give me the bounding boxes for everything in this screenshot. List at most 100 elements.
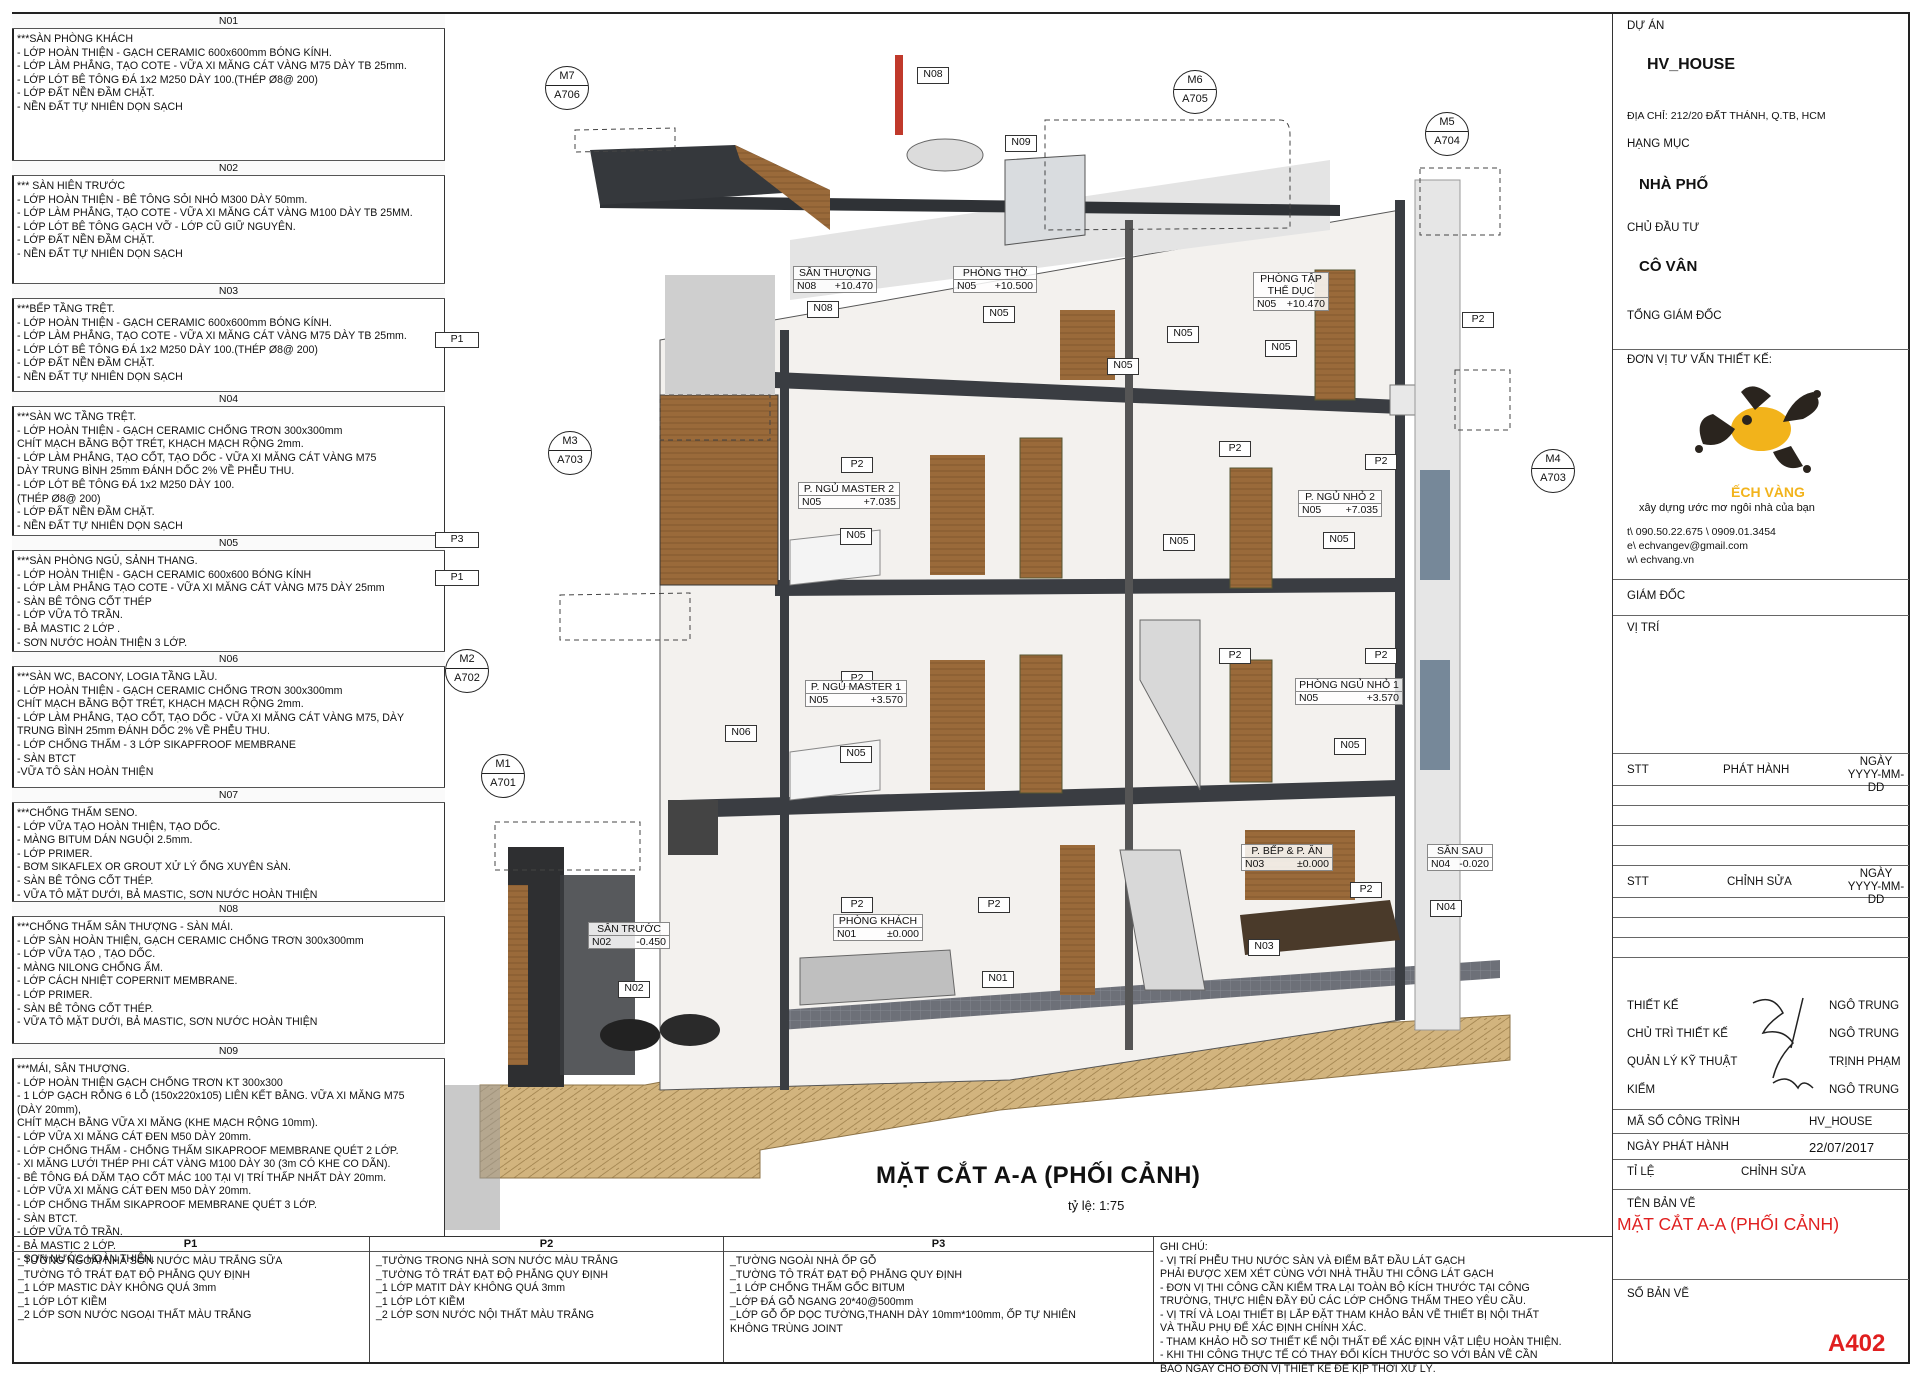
room-level: ±0.000 <box>1296 858 1329 870</box>
door-small-2 <box>1229 467 1273 589</box>
spec-text: ***SÀN PHÒNG KHÁCH - LỚP HOÀN THIỆN - GẠ… <box>17 33 407 113</box>
marker-sheet: A703 <box>557 454 583 466</box>
revision-stt: STT <box>1627 876 1649 888</box>
floor-tag: N05 <box>840 746 872 763</box>
tb-category: HẠNG MỤC NHÀ PHỐ <box>1613 134 1909 214</box>
wall-tag: P1 <box>435 570 479 586</box>
door-master-1 <box>1019 654 1063 794</box>
floor-tag: N06 <box>725 725 757 742</box>
spec-n07: N07***CHỐNG THẤM SENO. - LỚP VỮA TẠO HOÀ… <box>12 788 445 902</box>
room-label-kitchen-dining: P. BẾP & P. ĂN N03±0.000 <box>1241 844 1333 871</box>
floor-tag: N08 <box>807 301 839 318</box>
wall-tag: P2 <box>1462 312 1494 328</box>
spec-code: N05 <box>12 536 445 551</box>
ground-shadow <box>445 1085 500 1230</box>
wall-tag: P2 <box>1219 441 1251 457</box>
category-label: HẠNG MỤC <box>1627 138 1690 150</box>
sheet-name-label: TÊN BẢN VẼ <box>1627 1198 1696 1210</box>
spec-text: ***CHỐNG THẤM SÂN THƯỢNG - SÀN MÁI. - LỚ… <box>17 921 364 1029</box>
door-small-1 <box>1229 659 1273 783</box>
floor-tag: N02 <box>618 981 650 998</box>
door-master-2 <box>1019 437 1063 579</box>
floor-tag: N05 <box>1107 358 1139 375</box>
spec-n08: N08 ***CHỐNG THẤM SÂN THƯỢNG - SÀN MÁI. -… <box>12 902 445 1044</box>
marker-id: M2 <box>446 650 488 669</box>
room-name: SÂN TRƯỚC <box>589 923 669 936</box>
revision-date: NGÀY YYYY-MM-DD <box>1847 868 1905 906</box>
column-rear <box>1395 200 1405 1020</box>
floor-tag: N05 <box>840 528 872 545</box>
ratio-label: TỈ LỆ <box>1627 1166 1655 1178</box>
floor-tag: N08 <box>917 67 949 84</box>
room-label-small-2: P. NGỦ NHỎ 2 N05+7.035 <box>1298 490 1382 517</box>
detail-bubble-m7 <box>574 127 676 153</box>
spec-text: ***CHỐNG THẤM SENO. - LỚP VỮA TẠO HOÀN T… <box>17 807 318 901</box>
marker-id: M6 <box>1174 71 1216 90</box>
room-label-master-1: P. NGỦ MASTER 1 N05+3.570 <box>805 680 907 707</box>
finish-code: P1 <box>12 1237 369 1252</box>
issue-stt: STT <box>1627 764 1649 776</box>
spec-n04: N04***SÀN WC TẦNG TRỆT. - LỚP HOÀN THIỆN… <box>12 392 445 536</box>
wall-tag: P2 <box>1219 648 1251 664</box>
room-label-living: PHÒNG KHÁCH N01±0.000 <box>833 914 923 941</box>
brand-slogan: xây dựng ước mơ ngôi nhà của bạn <box>1639 502 1815 514</box>
column-front <box>780 330 789 1090</box>
tb-issue-row-2 <box>1613 806 1909 826</box>
room-code: N05 <box>1257 298 1277 310</box>
room-level: +10.470 <box>1286 298 1325 310</box>
spec-code: N08 <box>12 902 445 917</box>
room-name: P. NGỦ NHỎ 2 <box>1299 491 1381 504</box>
spec-code: N02 <box>12 161 445 176</box>
floor-tag: N05 <box>1334 738 1366 755</box>
altar-cabinet <box>1060 310 1115 380</box>
project-label: DỰ ÁN <box>1627 20 1665 32</box>
motorbike-2 <box>660 1014 720 1046</box>
floor-tag: N05 <box>1163 534 1195 551</box>
room-code: N02 <box>592 936 612 948</box>
tb-revision-row-3 <box>1613 938 1909 958</box>
finish-text: _TƯỜNG NGOÀI NHÀ SƠN NƯỚC MÀU TRẮNG SỮA … <box>18 1255 283 1321</box>
room-label-front-yard: SÂN TRƯỚC N02-0.450 <box>588 922 670 949</box>
room-name: PHÒNG TẬP THỂ DỤC <box>1254 273 1328 298</box>
tb-revision-row-1 <box>1613 898 1909 918</box>
director-label: TỔNG GIÁM ĐỐC <box>1627 310 1722 322</box>
slab-ground-floor <box>780 960 1500 1030</box>
floor-tag: N05 <box>1167 326 1199 343</box>
sheet-no-label: SỐ BẢN VẼ <box>1627 1288 1689 1300</box>
contact-email: e\ echvangev@gmail.com <box>1627 540 1748 552</box>
room-level: +7.035 <box>863 496 896 508</box>
section-perspective-svg <box>445 55 1511 1230</box>
marker-id: M3 <box>549 432 591 451</box>
room-level: +10.470 <box>834 280 873 292</box>
floor-tag: N03 <box>1248 939 1280 956</box>
drawing-scale: tỷ lệ: 1:75 <box>1068 1198 1125 1213</box>
signature-image <box>1752 997 1814 1090</box>
column-middle <box>1125 220 1133 1050</box>
wall-tag: P2 <box>1365 454 1397 470</box>
spec-text: *** SÀN HIÊN TRƯỚC - LỚP HOÀN THIỆN - BÊ… <box>17 180 413 260</box>
room-label-roof-terrace: SÂN THƯỢNG N08+10.470 <box>793 266 877 293</box>
finish-p3: P3_TƯỜNG NGOÀI NHÀ ỐP GỖ _TƯỜNG TÔ TRÁT … <box>724 1236 1154 1362</box>
dining-table <box>1240 900 1400 955</box>
room-code: N05 <box>802 496 822 508</box>
wardrobe-master-1 <box>930 660 985 790</box>
tb-owner: CHỦ ĐẦU TƯ CÔ VÂN <box>1613 214 1909 314</box>
tb-sheet-name: TÊN BẢN VẼ MẶT CẮT A-A (PHỐI CẢNH) <box>1613 1190 1909 1280</box>
wall-tag: P2 <box>978 897 1010 913</box>
marker-sheet: A703 <box>1540 472 1566 484</box>
finish-p1: P1 _TƯỜNG NGOÀI NHÀ SƠN NƯỚC MÀU TRẮNG SỮ… <box>12 1236 370 1362</box>
rear-window-upper <box>1420 470 1450 580</box>
tb-consultant: ĐƠN VỊ TƯ VẤN THIẾT KẾ: ẾCH VÀNG xây dựn… <box>1613 350 1909 580</box>
room-name: PHÒNG THỜ <box>954 267 1036 280</box>
room-label-backyard: SÂN SAU N04-0.020 <box>1427 844 1493 871</box>
spec-text: ***SÀN PHÒNG NGỦ, SẢNH THANG. - LỚP HOÀN… <box>17 555 385 649</box>
room-label-altar: PHÒNG THỜ N05+10.500 <box>953 266 1037 293</box>
